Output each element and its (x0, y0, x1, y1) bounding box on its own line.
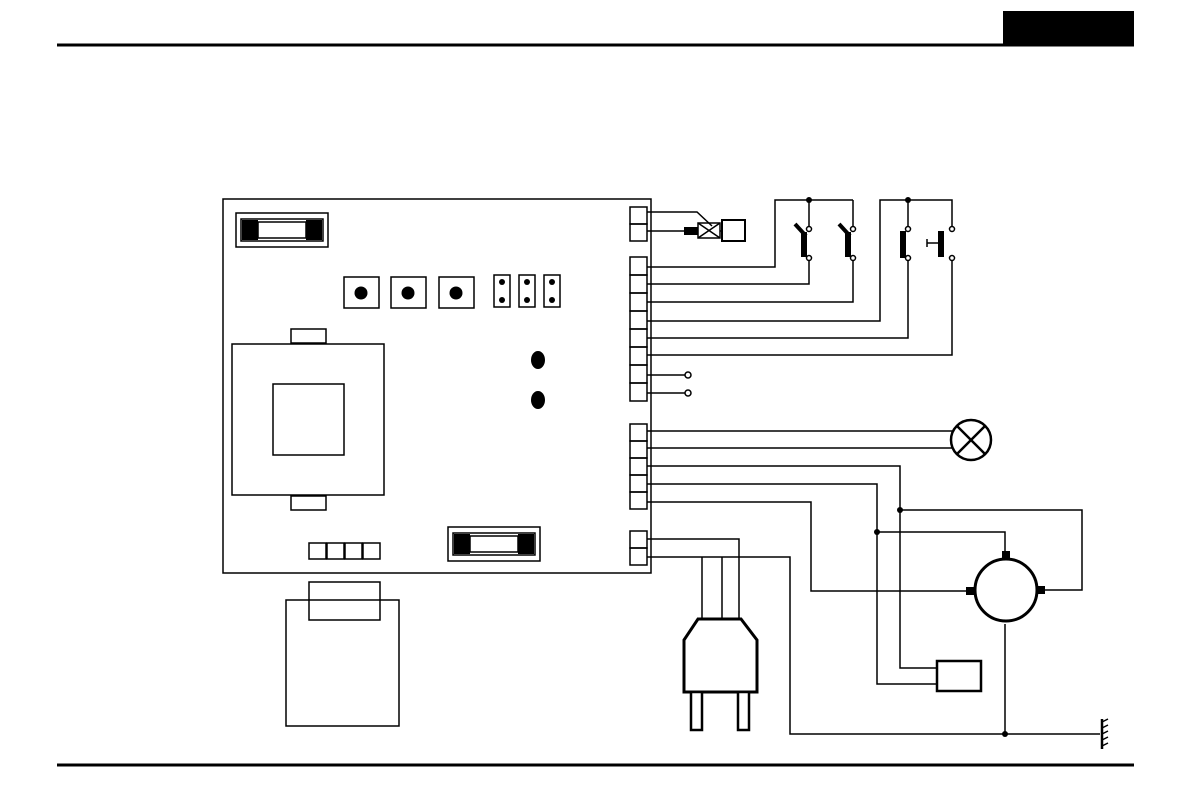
junction-dot (897, 507, 903, 513)
control-board (223, 199, 651, 573)
connector-strip (309, 543, 380, 559)
pushbutton-switch-nc (900, 227, 911, 261)
push-buttons (344, 277, 474, 308)
terminal-block-outputs (630, 424, 647, 509)
led-2 (531, 391, 545, 409)
fuse-bottom (448, 527, 540, 561)
warning-lamp (647, 420, 991, 460)
antenna (647, 212, 745, 241)
limit-switch-1 (795, 224, 812, 261)
terminal-block-inputs (630, 257, 647, 401)
junction-dot (874, 529, 880, 535)
limit-switch-2 (839, 224, 856, 261)
push-button-2 (391, 277, 426, 308)
led-1 (531, 351, 545, 369)
fuse-top (236, 213, 328, 247)
battery-pack (286, 582, 399, 726)
transformer (232, 329, 384, 510)
mains-plug (647, 539, 1005, 734)
jumper-1 (494, 275, 510, 307)
pushbutton-switch-no (927, 227, 955, 261)
open-terminal (685, 372, 691, 378)
motor (966, 551, 1045, 621)
jumpers (494, 275, 560, 307)
jumper-2 (519, 275, 535, 307)
terminal-block-antenna (630, 207, 647, 241)
capacitor (937, 661, 981, 691)
push-button-3 (439, 277, 474, 308)
jumper-3 (544, 275, 560, 307)
terminal-block-power (630, 531, 647, 565)
ground (1102, 719, 1108, 749)
push-button-1 (344, 277, 379, 308)
open-terminal (685, 390, 691, 396)
junction-dot (806, 197, 812, 203)
header-tab (1003, 11, 1134, 46)
junction-dot (905, 197, 911, 203)
